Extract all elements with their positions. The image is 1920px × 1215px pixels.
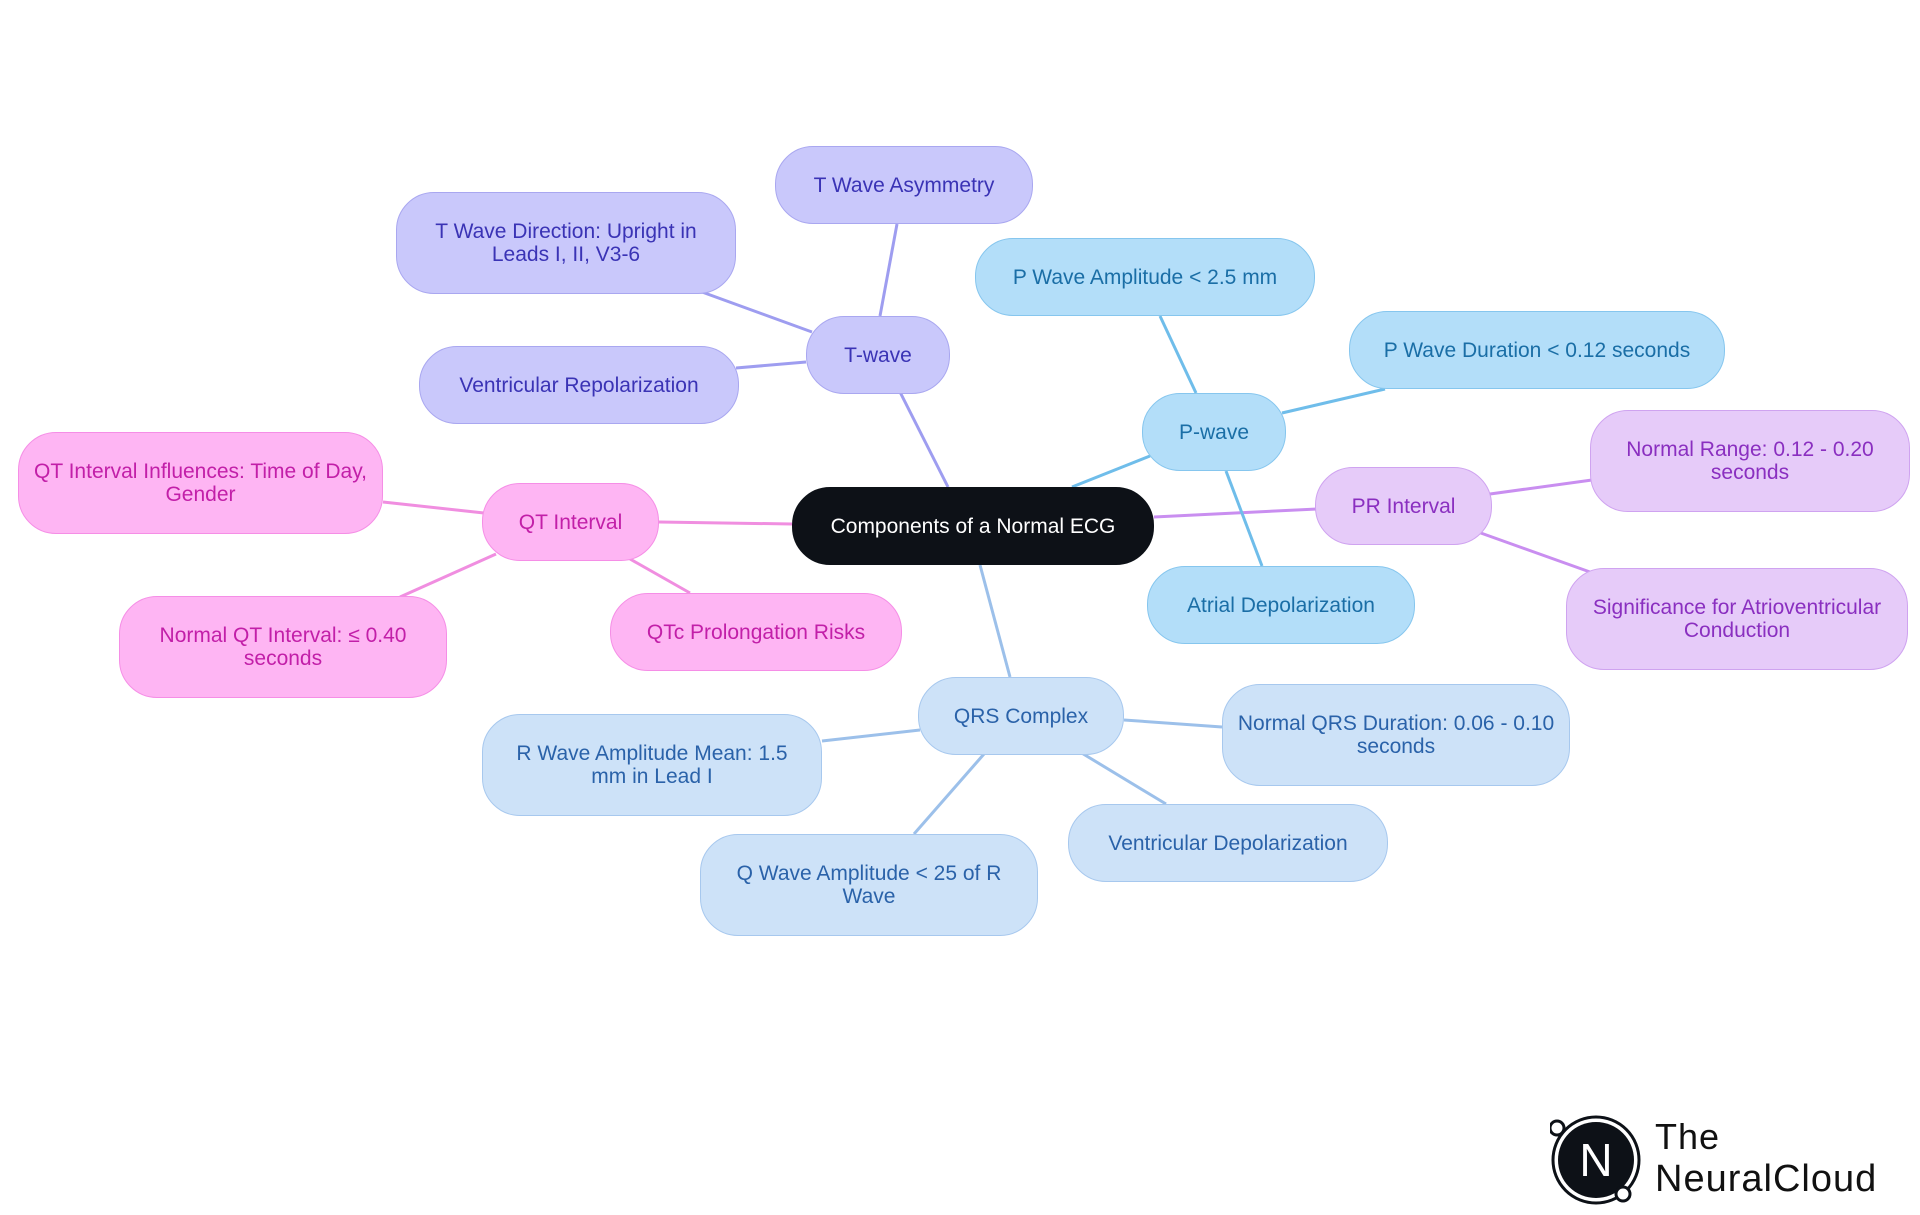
connector-line-t-6	[701, 290, 813, 334]
leaf-label: T Wave Direction: Upright in Leads I, II…	[435, 220, 697, 266]
connector-line-qrs-18	[912, 753, 986, 835]
neuralcloud-logo: N The NeuralCloud	[1550, 1112, 1890, 1212]
leaf-node-pr-normal-range: Normal Range: 0.12 - 0.20 seconds	[1590, 410, 1910, 512]
leaf-label: Atrial Depolarization	[1187, 593, 1375, 617]
leaf-label: QT Interval Influences: Time of Day, Gen…	[33, 460, 368, 506]
connector-line-t-7	[735, 360, 807, 370]
connector-line-qrs-16	[1123, 718, 1223, 729]
connector-line-pr-12	[1477, 530, 1591, 574]
leaf-node-qtc-prolongation: QTc Prolongation Risks	[610, 593, 902, 671]
leaf-label: P Wave Duration < 0.12 seconds	[1383, 338, 1691, 362]
connector-line-pr-11	[1489, 478, 1593, 496]
leaf-node-ventricular-repolarization: Ventricular Repolarization	[419, 346, 739, 424]
leaf-label: T Wave Asymmetry	[813, 173, 995, 197]
leaf-node-av-conduction: Significance for Atrioventricular Conduc…	[1566, 568, 1908, 670]
branch-node-pr-interval: PR Interval	[1315, 467, 1492, 545]
leaf-node-normal-qrs-duration: Normal QRS Duration: 0.06 - 0.10 seconds	[1222, 684, 1570, 786]
leaf-label: Ventricular Depolarization	[1108, 831, 1348, 855]
connector-line-qt-15	[629, 557, 691, 595]
logo-text-neuralcloud: NeuralCloud	[1655, 1158, 1878, 1200]
leaf-node-r-wave-amplitude: R Wave Amplitude Mean: 1.5 mm in Lead I	[482, 714, 822, 816]
leaf-label: R Wave Amplitude Mean: 1.5 mm in Lead I	[516, 742, 788, 788]
branch-node-qt-interval: QT Interval	[482, 483, 659, 561]
branch-node-t-wave: T-wave	[806, 316, 950, 394]
connector-line-qt-14	[399, 552, 497, 599]
leaf-node-p-wave-amplitude: P Wave Amplitude < 2.5 mm	[975, 238, 1315, 316]
connector-line-qt-3	[658, 520, 793, 526]
branch-node-qrs-complex: QRS Complex	[918, 677, 1124, 755]
connector-line-p-9	[1281, 387, 1386, 415]
leaf-label: Normal QT Interval: ≤ 0.40 seconds	[159, 624, 407, 670]
connector-line-qrs-19	[1079, 750, 1167, 806]
leaf-label: QTc Prolongation Risks	[646, 620, 866, 644]
leaf-node-qt-influences: QT Interval Influences: Time of Day, Gen…	[18, 432, 383, 534]
connector-line-p-10	[1224, 470, 1264, 567]
leaf-label: Ventricular Repolarization	[459, 373, 699, 397]
leaf-node-atrial-depolarization: Atrial Depolarization	[1147, 566, 1415, 644]
leaf-label: Q Wave Amplitude < 25 of R Wave	[736, 862, 1002, 908]
branch-label: QRS Complex	[953, 704, 1089, 728]
leaf-node-t-wave-direction: T Wave Direction: Upright in Leads I, II…	[396, 192, 736, 294]
branch-node-p-wave: P-wave	[1142, 393, 1286, 471]
logo-mark-letter: N	[1579, 1134, 1612, 1186]
connector-line-p-8	[1158, 315, 1198, 394]
connector-line-pr-2	[1153, 507, 1318, 519]
branch-label: T-wave	[844, 343, 912, 367]
branch-label: P-wave	[1178, 420, 1250, 444]
leaf-node-ventricular-depolarization: Ventricular Depolarization	[1068, 804, 1388, 882]
leaf-node-t-wave-asymmetry: T Wave Asymmetry	[775, 146, 1033, 224]
connector-line-qrs-4	[978, 564, 1012, 678]
connector-line-t-5	[878, 223, 899, 317]
leaf-node-normal-qt: Normal QT Interval: ≤ 0.40 seconds	[119, 596, 447, 698]
leaf-node-p-wave-duration: P Wave Duration < 0.12 seconds	[1349, 311, 1725, 389]
logo-text-the: The	[1655, 1116, 1721, 1157]
root-label: Components of a Normal ECG	[830, 514, 1116, 538]
connector-line-qrs-17	[821, 728, 921, 743]
leaf-label: Significance for Atrioventricular Conduc…	[1592, 596, 1882, 642]
connector-line-p-1	[1071, 454, 1151, 489]
leaf-label: Normal QRS Duration: 0.06 - 0.10 seconds	[1237, 712, 1555, 758]
root-node: Components of a Normal ECG	[792, 487, 1154, 565]
leaf-label: Normal Range: 0.12 - 0.20 seconds	[1626, 438, 1874, 484]
connector-line-qt-13	[382, 500, 485, 515]
leaf-node-q-wave-amplitude: Q Wave Amplitude < 25 of R Wave	[700, 834, 1038, 936]
neuralcloud-logo-mark-icon: N	[1550, 1115, 1641, 1205]
branch-label: QT Interval	[518, 510, 623, 534]
branch-label: PR Interval	[1351, 494, 1456, 518]
leaf-label: P Wave Amplitude < 2.5 mm	[1012, 265, 1278, 289]
connector-line-t-0	[898, 391, 950, 488]
